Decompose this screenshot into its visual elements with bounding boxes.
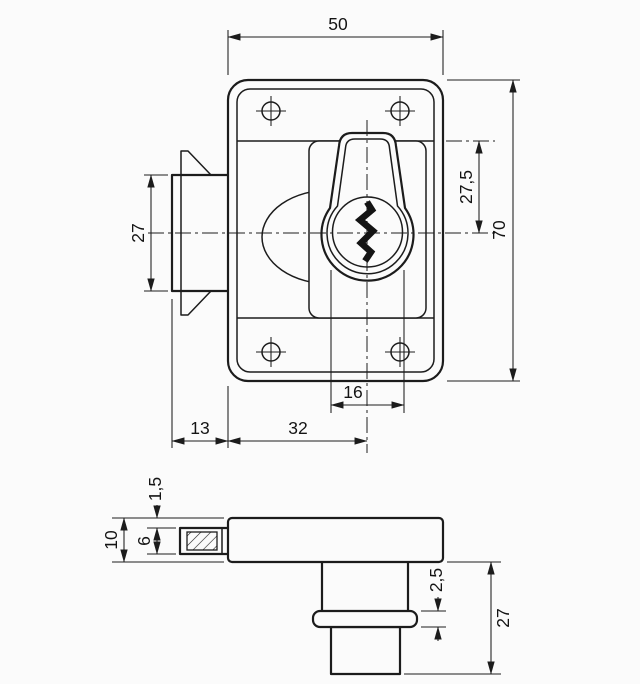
trim-ring — [311, 609, 419, 629]
keyway — [354, 200, 378, 263]
screw-hole-top-right — [385, 96, 415, 126]
side-view: 1,5 6 10 2,5 27 — [101, 477, 513, 676]
dim-cylinder-length: 27 — [404, 561, 513, 675]
side-case — [226, 516, 445, 564]
stem-lower — [329, 625, 402, 676]
side-latch-bolt — [178, 526, 234, 556]
dim-label-ring-height: 2,5 — [426, 568, 446, 592]
bolt-section-hatch — [186, 531, 218, 551]
dim-label-case-depth: 10 — [101, 530, 121, 550]
dim-plate-width: 50 — [227, 14, 444, 75]
dim-plate-height: 70 — [447, 79, 520, 382]
dim-label-cylinder-offset: 27,5 — [456, 170, 476, 204]
cylinder-escutcheon-inner — [326, 138, 409, 275]
dim-label-bolt-height: 27 — [128, 223, 148, 242]
dim-label-faceplate-offset: 1,5 — [145, 477, 165, 501]
screw-hole-top-left — [256, 96, 286, 126]
dim-label-cylinder-length: 27 — [493, 608, 513, 627]
screw-hole-bottom-right — [385, 337, 415, 367]
screw-hole-bottom-left — [256, 337, 286, 367]
dim-cylinder-offset: 27,5 — [456, 140, 483, 234]
dim-bolt-height: 27 — [128, 174, 168, 292]
faceplate-inner-outline — [236, 88, 435, 373]
dim-label-backset: 32 — [288, 418, 307, 438]
dim-cylinder-width: 16 — [330, 270, 405, 413]
dim-label-bolt-thickness: 6 — [134, 536, 154, 546]
dim-trim-ring: 2,5 — [421, 568, 446, 641]
front-view: 50 70 27,5 27 16 — [128, 14, 520, 453]
dim-label-bolt-throw: 13 — [190, 418, 209, 438]
bolt-barb-top — [180, 150, 212, 176]
dim-label-cylinder-width: 16 — [343, 382, 362, 402]
bolt-barb-bottom — [180, 290, 212, 316]
dim-bolt-throw-and-backset: 13 32 — [171, 299, 368, 448]
dim-label-plate-width: 50 — [328, 14, 348, 34]
cylinder-stem — [311, 562, 419, 676]
center-lines — [148, 120, 496, 453]
dim-left-cluster: 1,5 6 10 — [101, 477, 224, 563]
dim-label-plate-height: 70 — [489, 220, 509, 240]
